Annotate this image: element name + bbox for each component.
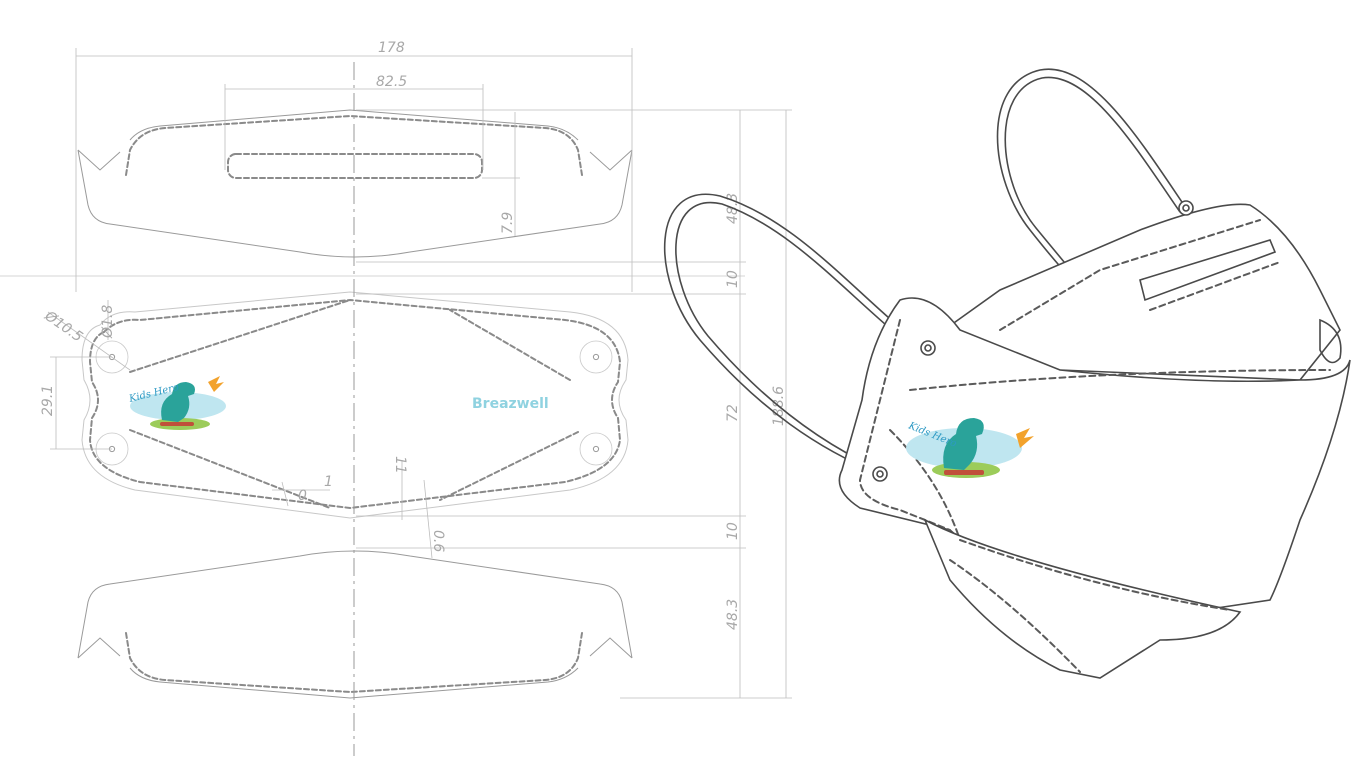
mask-hole-right (1178, 200, 1194, 216)
mask-upper-slot (1139, 239, 1277, 302)
mask-hole-top (920, 340, 936, 356)
dim-label-seam-offset-b: 0 (298, 488, 307, 504)
mask-upper-seam (999, 219, 1261, 331)
ear-loop-right-inner (1004, 76, 1181, 301)
middle-panel: Kids Hero Breazwell (81, 291, 629, 519)
dim-label-gap-top: 10 (725, 270, 741, 288)
mask-3d-rendering: Kids Hero (663, 68, 1351, 679)
dim-label-ear-hole-spacing: 29.1 (40, 385, 56, 416)
skateboard-icon (160, 422, 194, 426)
upper-panel-slot (227, 153, 483, 179)
mask-3d-print: Kids Hero (906, 418, 1034, 478)
dim-label-lower-panel-height: 48.3 (725, 599, 741, 630)
dimension-ear-hole-spacing: 29.1 (40, 356, 112, 450)
dino-icon-3d (943, 418, 984, 470)
lower-panel-outline (77, 550, 633, 699)
dim-label-gap-bottom: 10 (725, 522, 741, 540)
ear-hole-bottom-right (579, 432, 613, 466)
lower-panel (77, 550, 633, 699)
dim-label-inner-width: 82.5 (376, 74, 407, 90)
dino-icon (161, 382, 195, 422)
mask-middle-seam-upper (909, 369, 1331, 391)
mask-upper-slot-seam (1149, 261, 1281, 311)
middle-panel-seam-upper-diag (129, 299, 571, 381)
brand-text: Breazwell (472, 396, 549, 412)
lower-panel-seam (125, 632, 583, 694)
mask-upper-panel (928, 203, 1341, 381)
dim-label-ear-hole-inner: Ø1.8 (100, 305, 116, 339)
ear-loop-left (663, 193, 929, 475)
dim-label-seam-offset-d: 0.6 (430, 530, 446, 552)
dim-label-seam-offset-a: 1 (324, 474, 333, 490)
flame-icon (208, 376, 224, 392)
flame-icon-3d (1016, 428, 1034, 448)
ear-loop-left-inner (675, 201, 923, 469)
mask-side-edge (1319, 318, 1342, 364)
dim-label-middle-panel-height: 72 (725, 404, 741, 422)
upper-panel-outline (77, 109, 633, 258)
dim-label-total-width: 178 (378, 40, 405, 56)
middle-panel-seam-outer (88, 298, 622, 510)
mask-middle-seam-diag (889, 429, 961, 541)
dimension-total-width: 178 (75, 40, 633, 292)
upper-panel-seam (125, 114, 583, 176)
dim-label-ear-hole-outer: Ø10.5 (41, 308, 86, 346)
mask-lower-panel (923, 518, 1242, 679)
mask-lower-seam (949, 539, 1231, 673)
skateboard-icon-3d (944, 470, 984, 475)
middle-panel-outline (81, 291, 629, 519)
dimension-upper-inner-height: 7.9 (482, 112, 520, 236)
middle-panel-seam-lower-diag (129, 429, 579, 509)
dim-label-upper-inner-height: 7.9 (500, 212, 516, 234)
dimension-inner-width: 82.5 (224, 74, 484, 170)
ear-hole-top-right (579, 340, 613, 374)
mask-hole-bottom (872, 466, 888, 482)
upper-panel (77, 109, 633, 258)
kids-hero-print: Kids Hero (127, 376, 226, 430)
dimension-seam-offsets: 1 0 11 0.6 (272, 456, 446, 559)
dim-label-seam-offset-c: 11 (392, 456, 408, 474)
mask-middle-seam-edge (858, 319, 951, 531)
dimension-ear-hole-diameters: Ø10.5 Ø1.8 (41, 300, 131, 371)
